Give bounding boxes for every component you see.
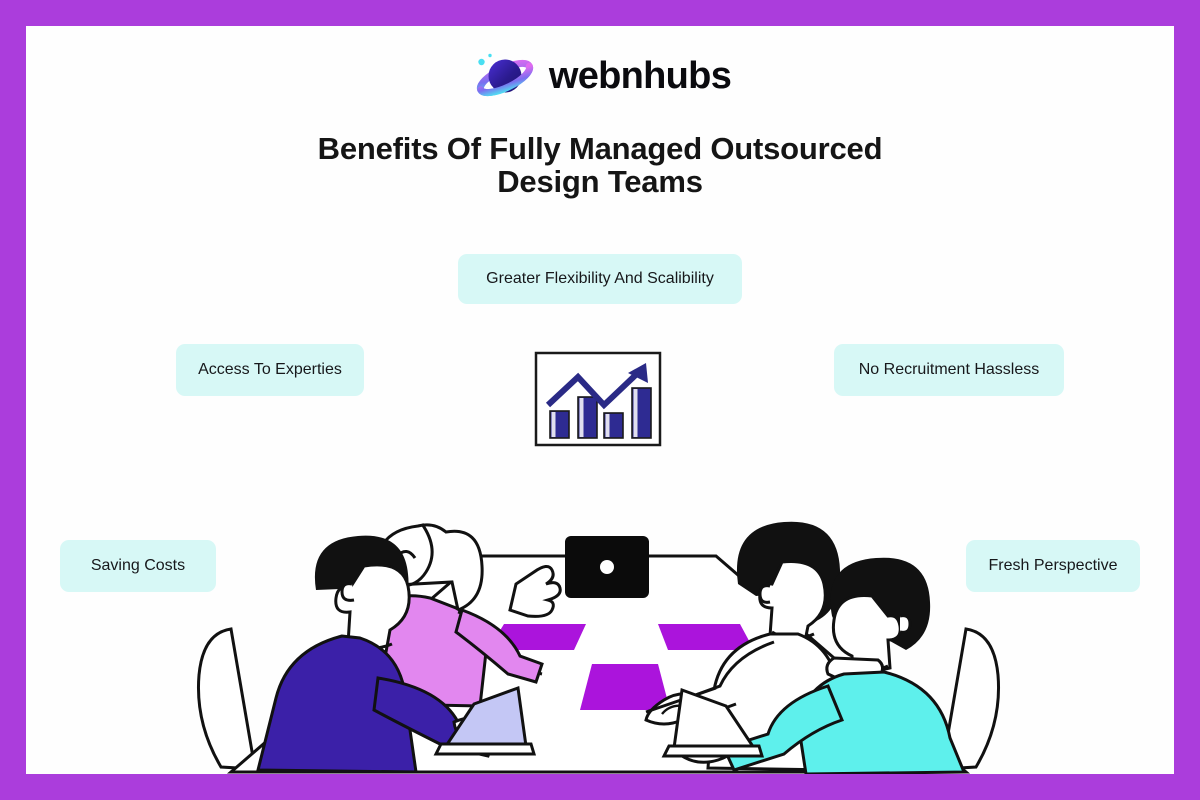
meeting-table-illustration bbox=[197, 521, 1000, 774]
brand-logo: webnhubs bbox=[26, 48, 1174, 104]
chair-right bbox=[940, 627, 1000, 771]
benefit-chip-label: Greater Flexibility And Scalibility bbox=[486, 270, 714, 287]
benefit-chip-label: No Recruitment Hassless bbox=[858, 361, 1040, 378]
chair-left bbox=[197, 627, 257, 771]
poster-canvas: webnhubs Benefits Of Fully Managed Outso… bbox=[26, 26, 1174, 774]
benefit-chip-recruitment[interactable]: No Recruitment Hassless bbox=[834, 344, 1064, 396]
benefit-chip-expertise[interactable]: Access To Experties bbox=[176, 344, 364, 396]
benefit-chip-perspective[interactable]: Fresh Perspective bbox=[966, 540, 1140, 592]
chart-trend-arrow bbox=[545, 363, 648, 410]
benefit-chip-label: Access To Experties bbox=[198, 361, 342, 378]
brand-name: webnhubs bbox=[548, 55, 732, 97]
page-title: Benefits Of Fully Managed Outsourced Des… bbox=[26, 132, 1174, 199]
center-laptop bbox=[565, 536, 649, 598]
person-woman-left bbox=[372, 523, 562, 708]
title-line-1: Benefits Of Fully Managed Outsourced bbox=[317, 131, 883, 166]
person-cyan-right bbox=[661, 557, 967, 774]
title-line-2: Design Teams bbox=[497, 164, 703, 200]
benefit-chip-flexibility[interactable]: Greater Flexibility And Scalibility bbox=[458, 254, 742, 304]
growth-chart-icon bbox=[534, 351, 662, 447]
benefit-chip-label: Fresh Perspective bbox=[988, 557, 1118, 574]
chart-bars bbox=[549, 387, 652, 439]
laptop-left bbox=[433, 685, 537, 756]
benefit-chip-label: Saving Costs bbox=[90, 557, 186, 574]
laptop-right bbox=[661, 687, 765, 758]
table-papers bbox=[488, 624, 754, 710]
person-man-left bbox=[256, 535, 537, 774]
planet-ring-icon bbox=[476, 53, 533, 97]
benefit-chip-saving[interactable]: Saving Costs bbox=[60, 540, 216, 592]
